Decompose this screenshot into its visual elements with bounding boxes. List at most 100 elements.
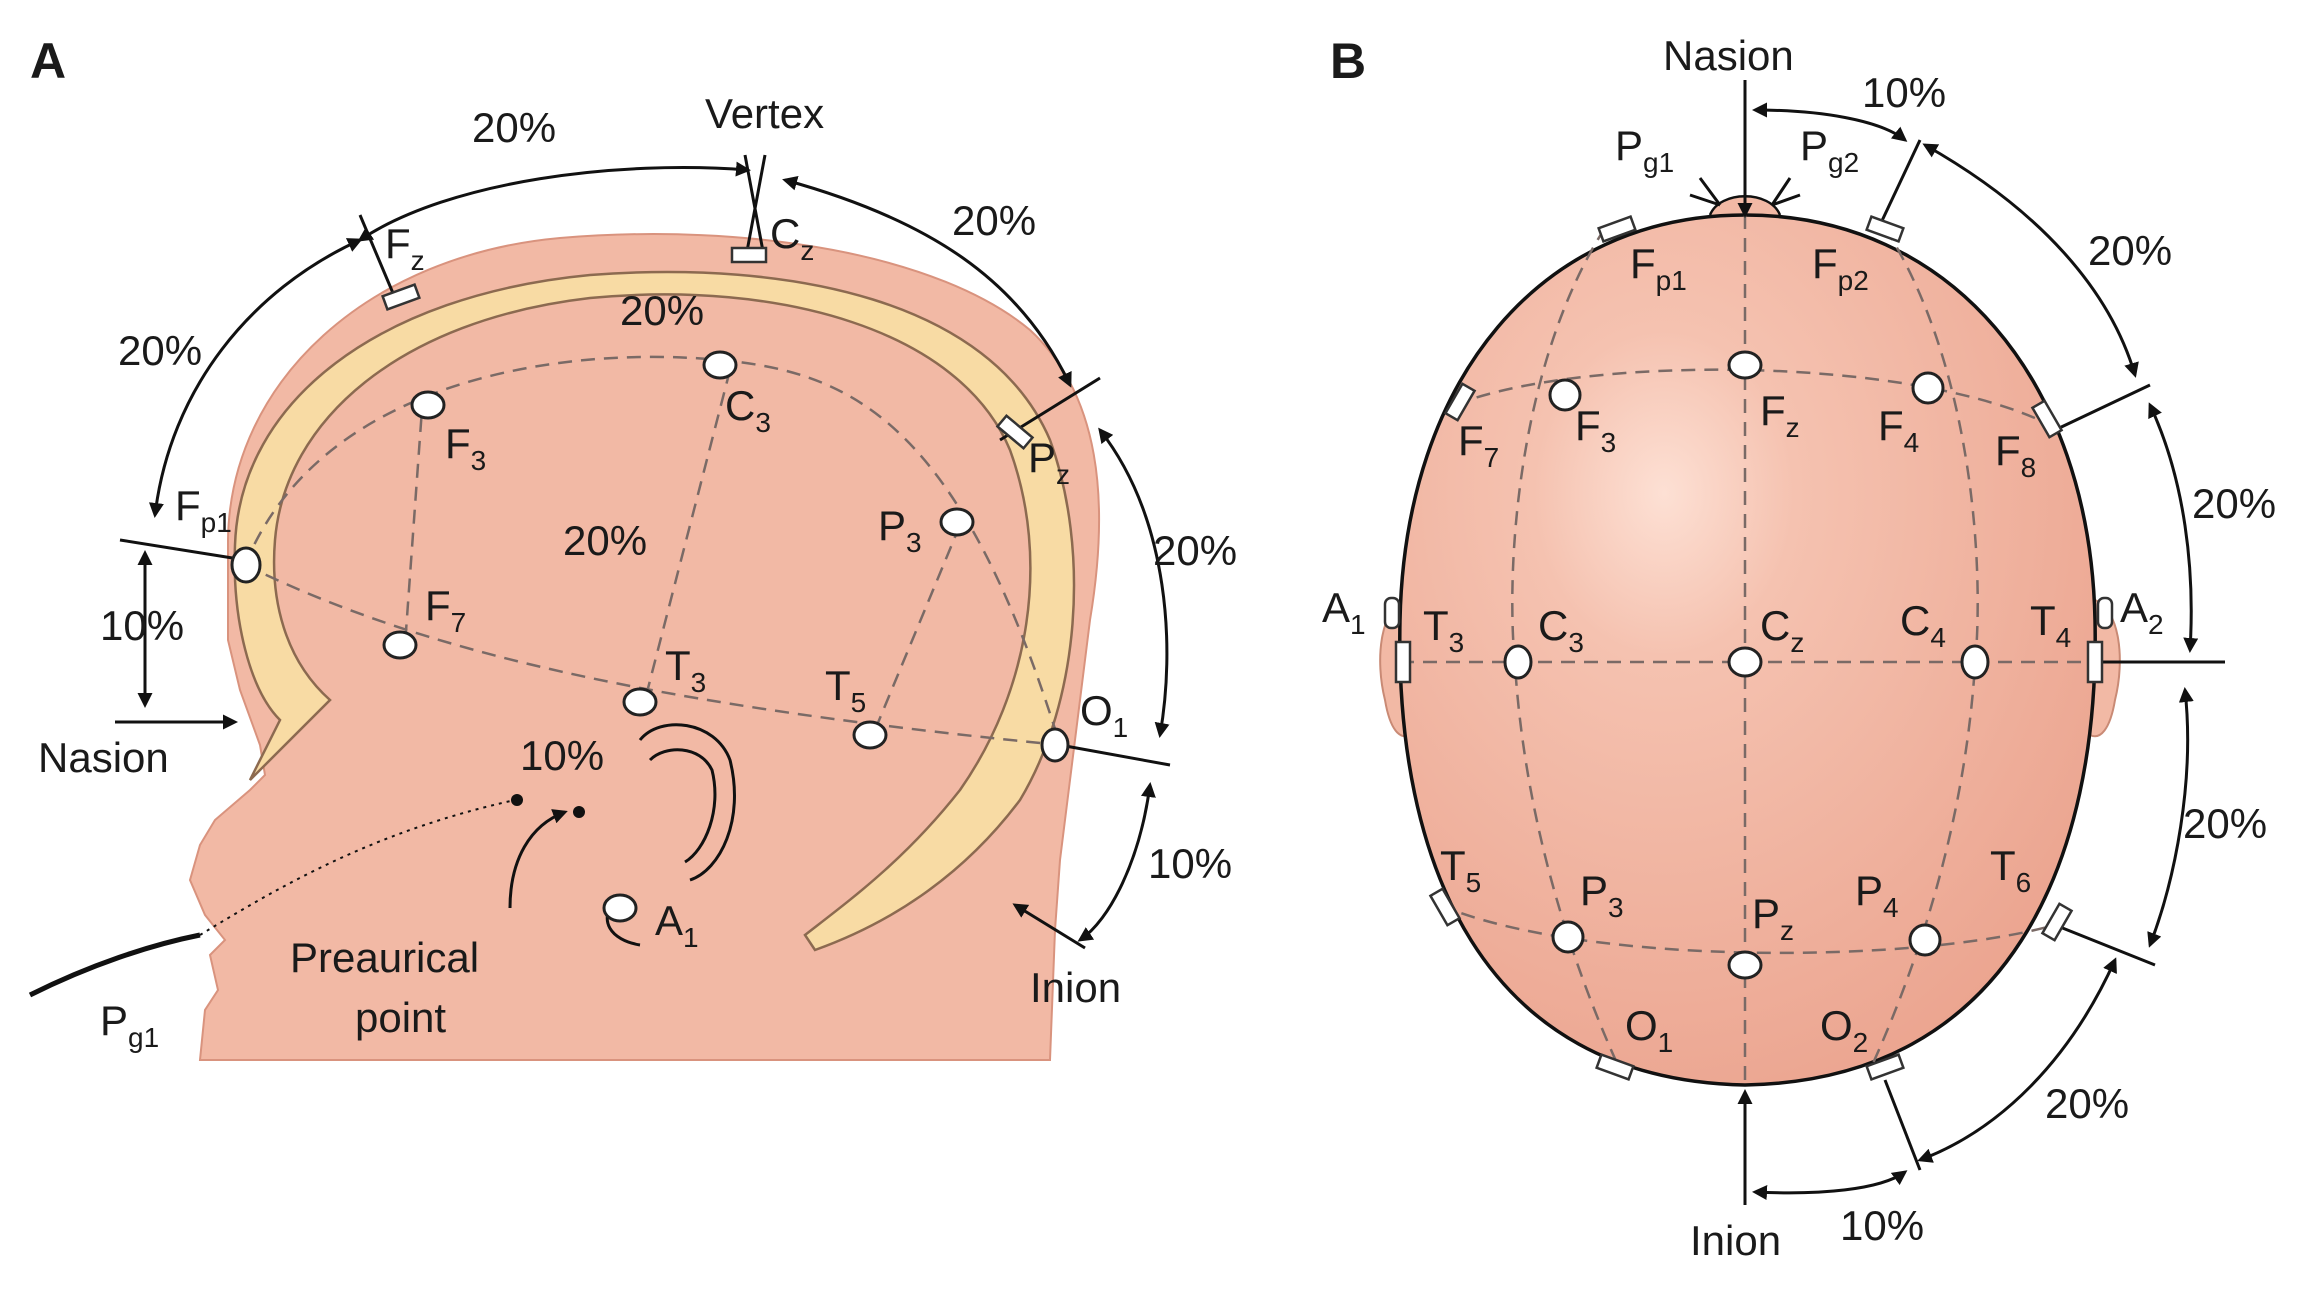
a2-electrode (2096, 596, 2114, 630)
t3-electrode (1394, 640, 1412, 684)
electrode-label-c3: C3 (1538, 602, 1584, 658)
electrode-label-a1: A1 (655, 897, 699, 953)
pg2-wire (1770, 177, 1801, 207)
pg1-dotted-line (199, 799, 516, 936)
f8-tick (2054, 383, 2151, 432)
frontal-arc (1454, 368, 2051, 427)
t4-electrode (2086, 640, 2104, 684)
pg1-wire (1689, 177, 1722, 207)
electrode-label-p4: P4 (1855, 867, 1899, 923)
electrode-label-a1: A1 (1322, 584, 1366, 640)
pct-label: 20% (2183, 800, 2267, 847)
electrode-label-t3: T3 (1423, 602, 1464, 658)
fz-electrode (381, 283, 421, 311)
electrode-label-f7: F7 (1458, 417, 1499, 473)
electrode-label-o1: O1 (1625, 1002, 1673, 1058)
electrode-label-a2: A2 (2120, 584, 2164, 640)
electrode-label-o1: O1 (1080, 687, 1128, 743)
electrode-label-cz: Cz (770, 210, 814, 266)
preauricular-pointer (508, 809, 568, 909)
electrode-label-f4: F4 (1878, 402, 1919, 458)
arrow-o2-inion (1752, 1170, 1908, 1201)
electrode-label-pg2: Pg2 (1800, 122, 1859, 178)
arrow-fp2-f8 (1922, 143, 2139, 378)
o1-tick (1059, 743, 1171, 767)
fp1-tick (119, 538, 246, 562)
pct-label: 20% (2045, 1080, 2129, 1127)
pct-label: 20% (563, 517, 647, 564)
p3-electrode (939, 507, 975, 537)
preauricular-dot-2 (573, 806, 585, 818)
pz-electrode (1727, 950, 1763, 980)
electrode-label-t4: T4 (2030, 597, 2071, 653)
f7-electrode (1443, 382, 1477, 422)
fz-electrode (1727, 350, 1763, 380)
inion-label: Inion (1030, 964, 1121, 1011)
inion-label: Inion (1690, 1217, 1781, 1264)
t5-electrode (1428, 887, 1462, 927)
pct-label: 20% (118, 327, 202, 374)
skull-outline (233, 270, 1076, 952)
pct-label: 20% (1153, 527, 1237, 574)
p3-electrode (1551, 920, 1585, 954)
electrode-label-t5: T5 (825, 662, 866, 718)
coronal-line (643, 369, 732, 701)
c4-electrode (1960, 644, 1990, 680)
a1-electrode (1383, 596, 1401, 630)
electrode-label-t3: T3 (665, 642, 706, 698)
ear (638, 723, 736, 882)
electrode-label-fp1: Fp1 (1630, 240, 1687, 296)
vertex-label: Vertex (705, 90, 824, 137)
electrode-label-c4: C4 (1900, 597, 1946, 653)
arrow-o1-inion (1077, 782, 1156, 942)
pz-electrode (995, 413, 1035, 451)
preauricular-label: point (355, 994, 446, 1041)
panel-a: A (28, 33, 1237, 1061)
electrode-label-cz: Cz (1760, 602, 1804, 658)
electrode-label-t5: T5 (1440, 842, 1481, 898)
fp2-electrode (1865, 215, 1905, 243)
pct-label: 20% (2192, 480, 2276, 527)
electrode-label-f8: F8 (1995, 427, 2036, 483)
o2-tick (1883, 1079, 1922, 1171)
electrode-label-pg1: Pg1 (1615, 122, 1674, 178)
electrode-label-f7: F7 (425, 582, 466, 638)
electrode-label-fp1: Fp1 (175, 482, 232, 538)
pg1-wire (28, 932, 201, 998)
arrow-t6-o2 (1917, 957, 2117, 1163)
f7-electrode (382, 630, 418, 660)
o1-electrode (1040, 727, 1070, 763)
pct-label: 10% (1862, 69, 1946, 116)
electrode-label-o2: O2 (1820, 1002, 1868, 1058)
electrode-label-fz: Fz (1760, 387, 1800, 443)
electrode-label-pz: Pz (1028, 434, 1070, 490)
panel-b-letter: B (1330, 33, 1366, 89)
preauricular-label: Preaurical (290, 934, 479, 981)
t6-electrode (2040, 902, 2074, 942)
frontal-line (403, 394, 425, 646)
cz-electrode (1727, 646, 1763, 678)
electrode-label-pg1: Pg1 (100, 997, 159, 1053)
t6-tick (2054, 923, 2156, 967)
inion-pointer (1012, 903, 1086, 950)
electrode-label-p3: P3 (878, 502, 922, 558)
pct-label: 10% (1148, 840, 1232, 887)
arrow-t4-t6 (2147, 687, 2194, 948)
pct-label: 20% (952, 197, 1036, 244)
arrow-nasion-fp2 (1752, 102, 1908, 142)
pct-label: 10% (1840, 1202, 1924, 1249)
electrode-label-t6: T6 (1990, 842, 2031, 898)
p4-electrode (1908, 923, 1942, 957)
pct-label: 20% (2088, 227, 2172, 274)
electrode-label-pz: Pz (1752, 890, 1794, 946)
pct-label: 20% (472, 104, 556, 151)
left-parasagittal (1511, 227, 1622, 1071)
electrode-label-fp2: Fp2 (1812, 240, 1869, 296)
arrow-cz-pz (782, 175, 1072, 388)
pct-label: 10% (100, 602, 184, 649)
arrow-f8-t4 (2148, 402, 2199, 653)
electrode-label-f3: F3 (1575, 402, 1616, 458)
a1-electrode (602, 893, 638, 923)
electrode-label-c3: C3 (725, 382, 771, 438)
